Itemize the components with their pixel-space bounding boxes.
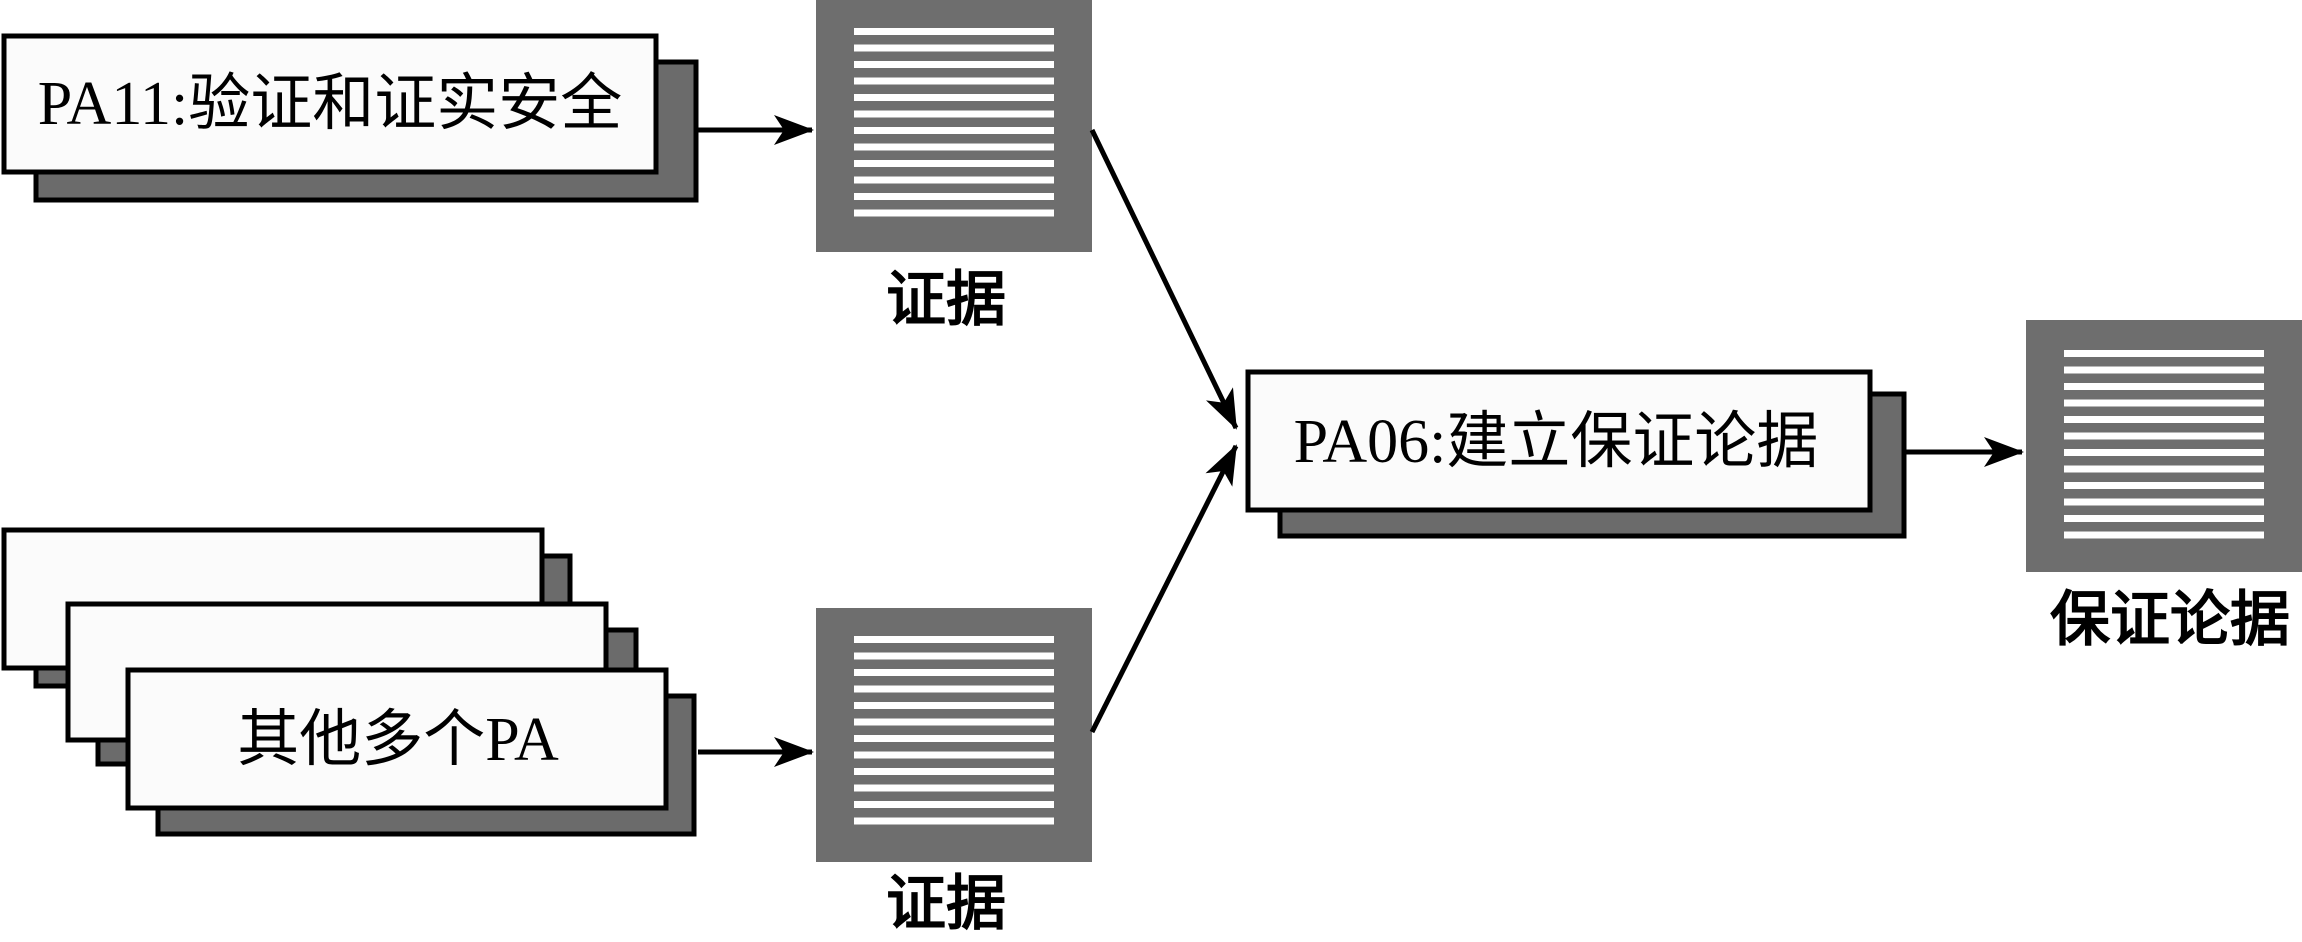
document-evidence-bottom-line: [854, 801, 1054, 808]
document-evidence-top-line: [854, 28, 1054, 35]
process-pa11-label: PA11:验证和证实安全: [38, 70, 623, 138]
process-others-front-box: [125, 667, 669, 811]
document-assurance-argument-icon: [2026, 320, 2302, 572]
arrow-evidence-bottom-to-pa06: [1089, 444, 1239, 734]
document-assurance-argument-line: [2064, 498, 2264, 506]
process-pa06: PA06:建立保证论据: [1245, 369, 1907, 539]
document-assurance-argument: 保证论据: [2026, 320, 2302, 655]
document-evidence-top-line: [854, 94, 1054, 101]
document-evidence-bottom-line: [854, 702, 1054, 709]
document-evidence-top-line: [854, 44, 1054, 52]
document-evidence-bottom-line: [854, 636, 1054, 643]
document-assurance-argument-line: [2064, 515, 2264, 522]
document-evidence-bottom-lines: [854, 636, 1054, 825]
document-evidence-top-line: [854, 160, 1054, 167]
document-assurance-argument-line: [2064, 366, 2264, 374]
document-evidence-bottom-line: [854, 784, 1054, 792]
document-evidence-top-line: [854, 143, 1054, 151]
document-assurance-argument-line: [2064, 531, 2264, 539]
document-evidence-top-lines: [854, 28, 1054, 217]
document-evidence-top-line: [854, 127, 1054, 134]
document-assurance-argument-line: [2064, 416, 2264, 423]
document-assurance-argument-line: [2064, 350, 2264, 357]
process-others-stack: 其他多个PA: [1, 527, 697, 837]
document-evidence-top-line: [854, 193, 1054, 200]
document-evidence-bottom: 证据: [816, 608, 1092, 939]
process-pa06-box: [1245, 369, 1873, 513]
document-evidence-bottom-line: [854, 751, 1054, 759]
document-assurance-argument-lines: [2064, 350, 2264, 539]
document-evidence-bottom-line: [854, 768, 1054, 775]
document-evidence-bottom-line: [854, 685, 1054, 693]
document-evidence-top-line: [854, 209, 1054, 217]
document-evidence-bottom-line: [854, 718, 1054, 726]
document-evidence-bottom-line: [854, 669, 1054, 676]
document-evidence-bottom-line: [854, 735, 1054, 742]
document-evidence-top-line: [854, 110, 1054, 118]
document-evidence-top-label: 证据: [886, 265, 1006, 335]
document-assurance-argument-label: 保证论据: [2050, 585, 2290, 655]
document-assurance-argument-line: [2064, 383, 2264, 390]
document-evidence-top-line: [854, 176, 1054, 184]
process-pa11-box: [1, 33, 659, 175]
document-evidence-top: 证据: [816, 0, 1092, 335]
document-assurance-argument-line: [2064, 432, 2264, 440]
document-evidence-top-line: [854, 61, 1054, 68]
document-evidence-top-line: [854, 77, 1054, 85]
process-pa06-label: PA06:建立保证论据: [1294, 408, 1819, 476]
process-others-label: 其他多个PA: [237, 706, 559, 774]
process-pa11: PA11:验证和证实安全: [1, 33, 699, 203]
arrow-evidence-top-to-pa06: [1089, 128, 1239, 430]
document-assurance-argument-line: [2064, 399, 2264, 407]
document-assurance-argument-line: [2064, 449, 2264, 456]
document-evidence-bottom-label: 证据: [886, 869, 1006, 939]
document-evidence-bottom-line: [854, 817, 1054, 825]
document-evidence-bottom-line: [854, 652, 1054, 660]
document-assurance-argument-line: [2064, 465, 2264, 473]
document-assurance-argument-line: [2064, 482, 2264, 489]
